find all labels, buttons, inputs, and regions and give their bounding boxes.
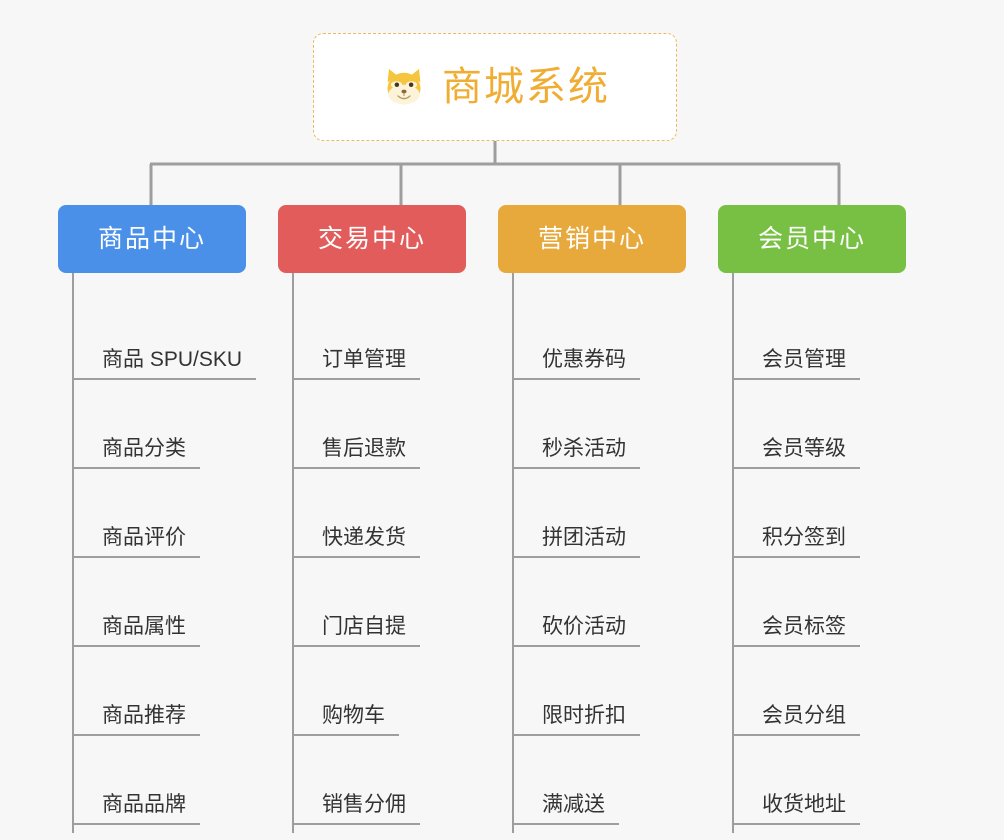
list-item[interactable]: 秒杀活动: [498, 380, 718, 469]
list-item[interactable]: 门店自提: [278, 558, 498, 647]
leaf-label: 限时折扣: [542, 703, 626, 727]
shiba-dog-face-icon: [387, 69, 421, 106]
leaf-label: 商品分类: [102, 436, 186, 460]
list-item[interactable]: 商品推荐: [58, 647, 278, 736]
leaf-label: 商品推荐: [102, 703, 186, 727]
leaf-label: 砍价活动: [542, 614, 626, 638]
list-item[interactable]: 积分签到: [718, 469, 938, 558]
list-item[interactable]: 订单管理: [278, 291, 498, 380]
list-item[interactable]: 收货地址: [718, 736, 938, 825]
leaf-label: 销售分佣: [322, 792, 406, 816]
list-item[interactable]: 会员管理: [718, 291, 938, 380]
list-item[interactable]: 商品 SPU/SKU: [58, 291, 278, 380]
leaf-label: 购物车: [322, 703, 385, 727]
leaf-list-trade: 订单管理 售后退款 快递发货 门店自提 购物车 销售分佣: [278, 273, 498, 833]
category-column-trade: 交易中心 订单管理 售后退款 快递发货 门店自提 购物车: [278, 205, 498, 833]
list-item[interactable]: 购物车: [278, 647, 498, 736]
category-column-product: 商品中心 商品 SPU/SKU 商品分类 商品评价 商品属性 商品推荐: [58, 205, 278, 833]
leaf-list-marketing: 优惠券码 秒杀活动 拼团活动 砍价活动 限时折扣 满减送: [498, 273, 718, 833]
leaf-label: 快递发货: [322, 525, 406, 549]
list-item[interactable]: 商品属性: [58, 558, 278, 647]
leaf-label: 订单管理: [322, 347, 406, 371]
category-header-marketing[interactable]: 营销中心: [498, 205, 686, 273]
list-item[interactable]: 销售分佣: [278, 736, 498, 825]
leaf-list-product: 商品 SPU/SKU 商品分类 商品评价 商品属性 商品推荐 商品品牌: [58, 273, 278, 833]
list-item[interactable]: 会员分组: [718, 647, 938, 736]
list-item[interactable]: 限时折扣: [498, 647, 718, 736]
category-label: 商品中心: [97, 224, 206, 253]
leaf-label: 售后退款: [322, 436, 406, 460]
list-item[interactable]: 会员标签: [718, 558, 938, 647]
spine-line: [512, 273, 514, 833]
leaf-label: 商品评价: [102, 525, 186, 549]
list-item[interactable]: 快递发货: [278, 469, 498, 558]
leaf-label: 拼团活动: [542, 525, 626, 549]
list-item[interactable]: 拼团活动: [498, 469, 718, 558]
leaf-label: 门店自提: [322, 614, 406, 638]
category-header-trade[interactable]: 交易中心: [278, 205, 466, 273]
leaf-label: 会员标签: [762, 614, 846, 638]
list-item[interactable]: 商品品牌: [58, 736, 278, 825]
leaf-list-member: 会员管理 会员等级 积分签到 会员标签 会员分组 收货地址: [718, 273, 938, 833]
leaf-label: 会员分组: [762, 703, 846, 727]
list-item[interactable]: 售后退款: [278, 380, 498, 469]
list-item[interactable]: 商品分类: [58, 380, 278, 469]
root-title: 商城系统: [442, 65, 610, 109]
leaf-label: 秒杀活动: [542, 436, 626, 460]
leaf-label: 优惠券码: [542, 347, 626, 371]
spine-line: [732, 273, 734, 833]
leaf-label: 积分签到: [762, 525, 846, 549]
leaf-label: 商品属性: [102, 614, 186, 638]
spine-line: [72, 273, 74, 833]
category-label: 交易中心: [317, 224, 426, 253]
category-label: 会员中心: [757, 224, 866, 253]
category-column-member: 会员中心 会员管理 会员等级 积分签到 会员标签 会员分组: [718, 205, 938, 833]
list-item[interactable]: 会员等级: [718, 380, 938, 469]
list-item[interactable]: 砍价活动: [498, 558, 718, 647]
list-item[interactable]: 满减送: [498, 736, 718, 825]
leaf-label: 收货地址: [762, 792, 846, 816]
leaf-label: 商品 SPU/SKU: [102, 347, 243, 371]
list-item[interactable]: 商品评价: [58, 469, 278, 558]
leaf-label: 满减送: [542, 792, 605, 816]
category-columns: 商品中心 商品 SPU/SKU 商品分类 商品评价 商品属性 商品推荐: [0, 205, 1004, 833]
category-column-marketing: 营销中心 优惠券码 秒杀活动 拼团活动 砍价活动 限时折扣: [498, 205, 718, 833]
category-header-product[interactable]: 商品中心: [58, 205, 246, 273]
leaf-label: 会员管理: [762, 347, 846, 371]
leaf-label: 会员等级: [762, 436, 846, 460]
root-node[interactable]: 商城系统: [313, 33, 677, 141]
category-header-member[interactable]: 会员中心: [718, 205, 906, 273]
category-label: 营销中心: [537, 224, 646, 253]
spine-line: [292, 273, 294, 833]
leaf-label: 商品品牌: [102, 792, 186, 816]
list-item[interactable]: 优惠券码: [498, 291, 718, 380]
